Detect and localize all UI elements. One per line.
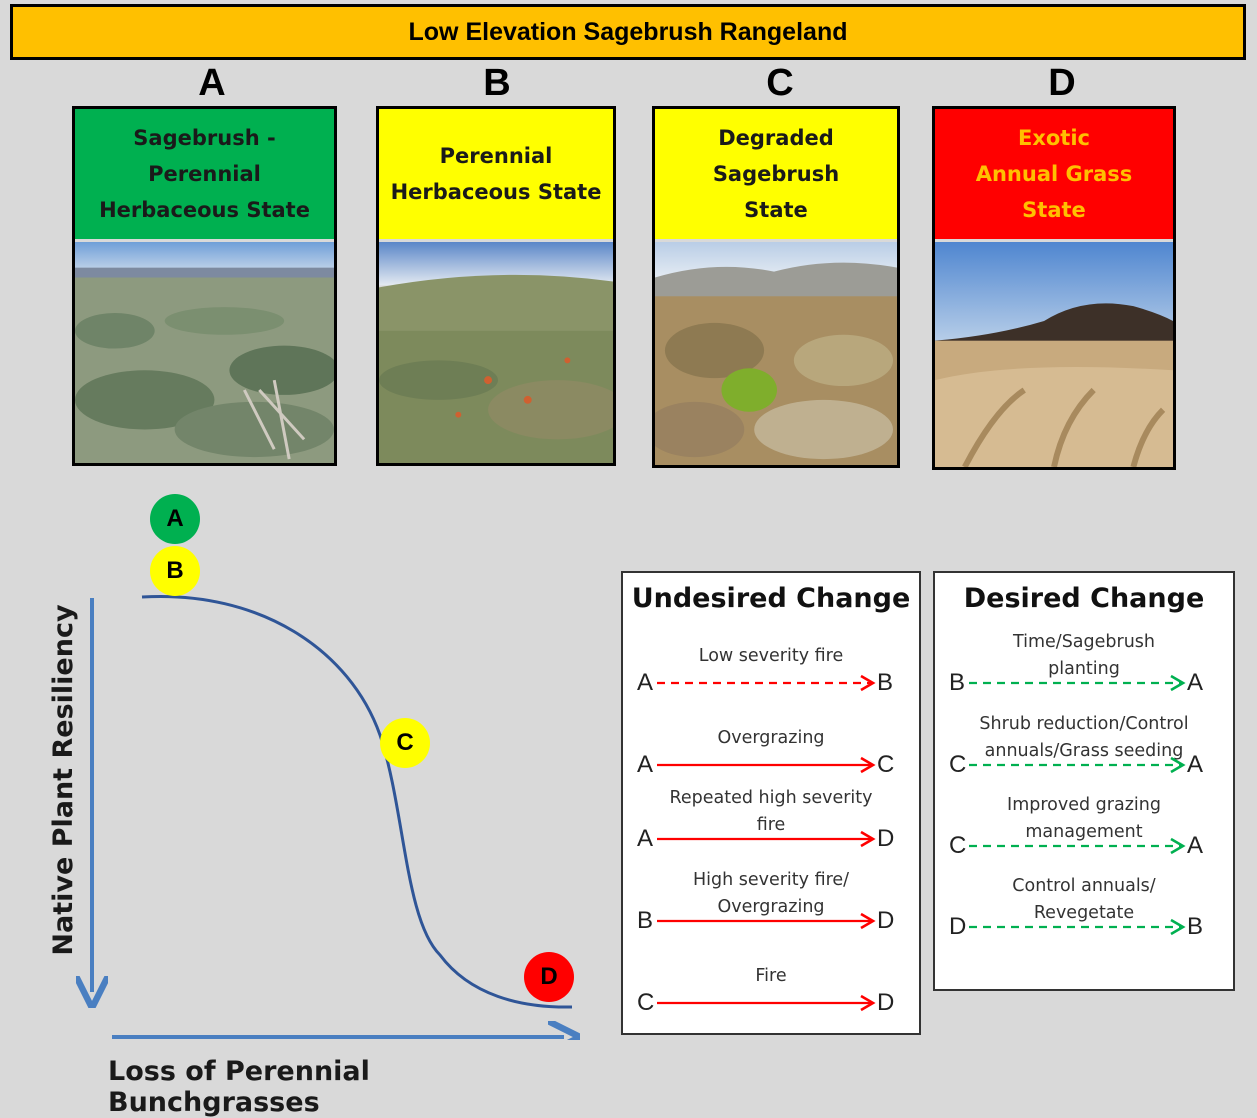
transition-arrow — [969, 918, 1186, 936]
title-banner: Low Elevation Sagebrush Rangeland — [10, 4, 1246, 60]
state-photo-b — [379, 242, 613, 463]
state-name-c: Degraded Sagebrush State — [655, 109, 897, 239]
transition-to-state: A — [1187, 751, 1204, 778]
state-photo-a — [75, 242, 334, 463]
transition-from-state: C — [949, 832, 967, 859]
transition-to-state: C — [877, 751, 895, 778]
transition-label: Shrub reduction/Control annuals/Grass se… — [979, 714, 1189, 761]
resiliency-curve-plot — [0, 594, 620, 1040]
transition-label: Repeated high severity fire — [669, 788, 873, 835]
transition-from-state: A — [637, 669, 654, 696]
state-card-b: Perennial Herbaceous State — [376, 106, 616, 466]
undesired-change-title: Undesired Change — [631, 583, 911, 614]
state-letter-b: B — [483, 62, 511, 104]
diagram-title: Low Elevation Sagebrush Rangeland — [408, 17, 848, 46]
state-letter-c: C — [766, 62, 794, 104]
transition-label: Improved grazing management — [1007, 795, 1161, 842]
state-name-d: Exotic Annual Grass State — [935, 109, 1173, 239]
curve-node-b: B — [150, 546, 200, 596]
transition-arrow — [657, 756, 876, 774]
transition-from-state: B — [949, 669, 966, 696]
transition-to-state: D — [877, 825, 895, 852]
state-card-c: Degraded Sagebrush State — [652, 106, 900, 468]
state-card-a: Sagebrush - Perennial Herbaceous State — [72, 106, 337, 466]
resiliency-curve — [141, 594, 573, 1009]
transition-label: High severity fire/ Overgrazing — [692, 870, 850, 917]
state-name-a: Sagebrush - Perennial Herbaceous State — [75, 109, 334, 239]
state-card-d: Exotic Annual Grass State — [932, 106, 1176, 470]
curve-node-a: A — [150, 494, 200, 544]
curve-node-c: C — [380, 718, 430, 768]
transition-from-state: A — [637, 751, 654, 778]
transition-label: Fire — [755, 966, 787, 986]
transition-to-state: D — [877, 907, 895, 934]
state-photo-c — [655, 242, 897, 465]
state-letter-a: A — [198, 62, 226, 104]
transition-arrow — [657, 994, 876, 1012]
transition-from-state: B — [637, 907, 654, 934]
transition-to-state: B — [1187, 913, 1204, 940]
transition-from-state: C — [637, 989, 655, 1016]
state-photo-d — [935, 242, 1173, 467]
transition-from-state: A — [637, 825, 654, 852]
transition-to-state: B — [877, 669, 894, 696]
transition-arrow — [969, 674, 1186, 692]
transition-label: Time/Sagebrush planting — [1012, 632, 1156, 679]
transition-arrow — [657, 674, 876, 692]
transition-arrow — [657, 912, 876, 930]
y-axis-label: Native Plant Resiliency — [48, 604, 79, 956]
curve-node-d: D — [524, 952, 574, 1002]
transition-arrow — [969, 756, 1186, 774]
transition-to-state: A — [1187, 832, 1204, 859]
transition-label: Control annuals/ Revegetate — [1012, 876, 1156, 923]
transition-to-state: A — [1187, 669, 1204, 696]
desired-change-title: Desired Change — [963, 583, 1205, 614]
desired-transition-2: Shrub reduction/Control annuals/Grass se… — [935, 711, 1233, 787]
state-letter-d: D — [1048, 62, 1076, 104]
transition-label: Low severity fire — [698, 646, 844, 666]
transition-arrow — [969, 837, 1186, 855]
transition-label: Overgrazing — [717, 728, 825, 748]
x-axis-label: Loss of Perennial Bunchgrasses — [108, 1056, 370, 1118]
transition-from-state: D — [949, 913, 967, 940]
transition-arrow — [657, 830, 876, 848]
state-name-b: Perennial Herbaceous State — [379, 109, 613, 239]
transition-to-state: D — [877, 989, 895, 1016]
transition-from-state: C — [949, 751, 967, 778]
